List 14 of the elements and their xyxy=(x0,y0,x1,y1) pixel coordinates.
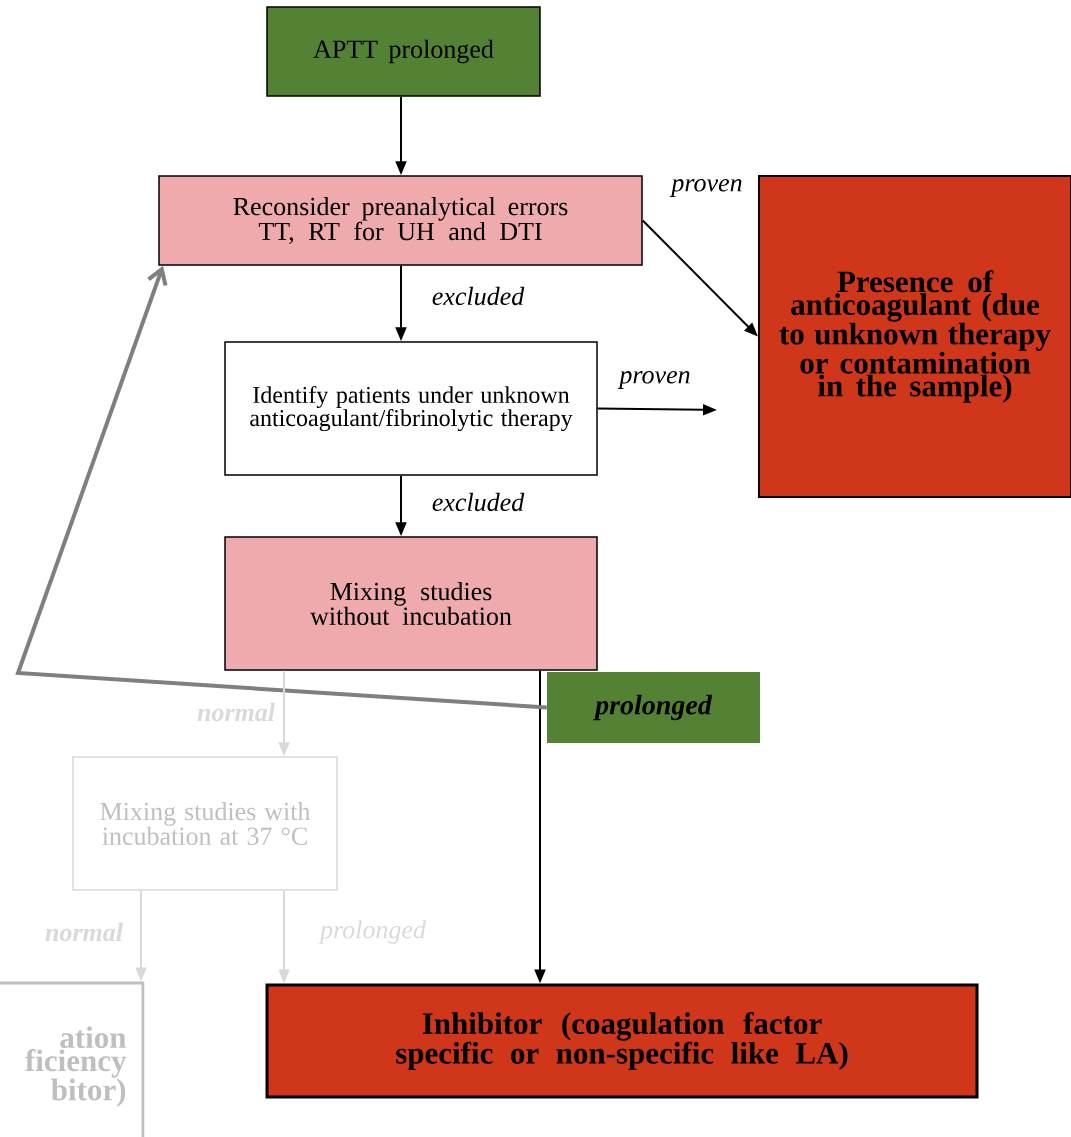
edge-label: excluded xyxy=(430,285,526,307)
process-box: APTT prolonged xyxy=(266,6,541,97)
edge-label: proven xyxy=(669,178,744,198)
outcome-box: prolonged xyxy=(547,672,760,743)
result-box: Presence of anticoagulant (due to unknown therapy or contamination in the sample) xyxy=(758,175,1071,498)
process-box: Identify patients under unknown anticoagulant/fibrinolytic therapy xyxy=(224,341,598,476)
edge-label: excluded xyxy=(430,491,526,513)
process-box: Reconsider preanalytical errors TT, RT for UH and DTI xyxy=(158,175,643,266)
process-box: Mixing studies without incubation xyxy=(224,536,598,671)
arrow xyxy=(15,265,547,710)
process-box: Mixing studies with incubation at 37 °C xyxy=(72,756,338,891)
result-box: ation ficiency bitor) xyxy=(0,981,145,1137)
result-box: Inhibitor (coagulation factor specific or non-specific like LA) xyxy=(265,983,979,1099)
edge-label: proven xyxy=(617,370,692,390)
